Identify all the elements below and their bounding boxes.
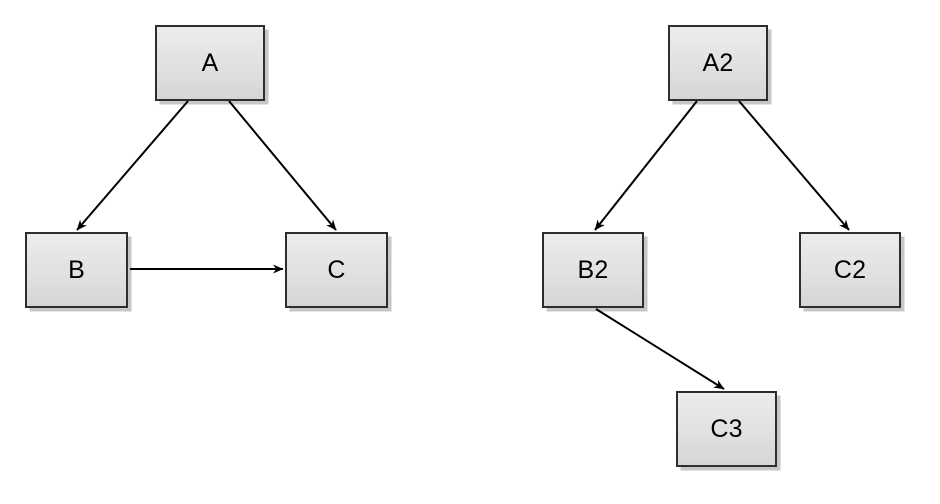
node-b2[interactable]: B2: [542, 232, 644, 308]
node-label: B: [68, 255, 85, 284]
node-b[interactable]: B: [25, 232, 128, 308]
edges-group: [76, 100, 850, 390]
node-a2[interactable]: A2: [668, 25, 768, 101]
edge-a2-c2[interactable]: [738, 100, 850, 231]
edge-a2-b2[interactable]: [594, 100, 698, 231]
node-c2[interactable]: C2: [799, 232, 901, 308]
node-label: A: [201, 48, 219, 77]
edge-a-c[interactable]: [228, 100, 337, 231]
edge-a-b[interactable]: [76, 100, 189, 231]
node-label: C3: [710, 414, 743, 443]
node-label: A2: [702, 48, 734, 77]
node-label: B2: [577, 255, 609, 284]
edge-b2-c3[interactable]: [595, 308, 725, 390]
node-c[interactable]: C: [285, 232, 388, 308]
node-label: C: [327, 255, 346, 284]
node-c3[interactable]: C3: [676, 391, 777, 467]
node-a[interactable]: A: [155, 25, 265, 101]
node-label: C2: [833, 255, 867, 284]
